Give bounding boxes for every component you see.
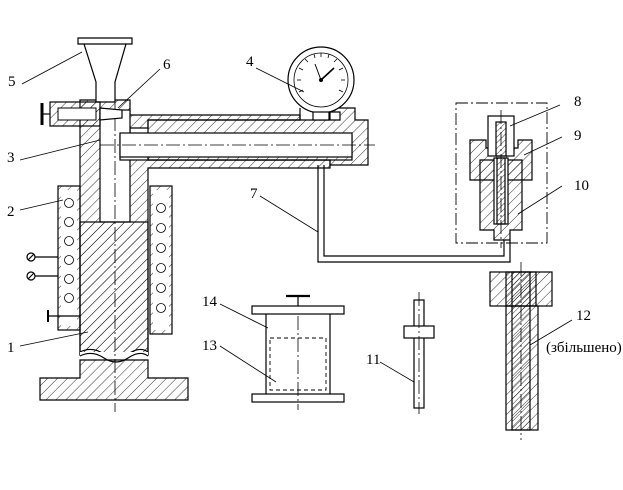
enlarged-note: (збільшено) [546, 340, 622, 356]
label-14: 14 [202, 294, 218, 310]
probe-rod [403, 292, 435, 414]
label-13: 13 [202, 338, 217, 354]
sample-holder [251, 294, 345, 410]
label-12: 12 [576, 308, 591, 324]
label-3: 3 [7, 150, 15, 166]
pressure-gauge [287, 46, 355, 121]
label-6: 6 [163, 57, 171, 73]
nozzle-assembly [455, 102, 548, 248]
enlarged-die [489, 262, 553, 440]
hopper [77, 37, 133, 103]
label-9: 9 [574, 128, 582, 144]
capillary-tube [317, 165, 511, 263]
horizontal-arm [100, 107, 375, 166]
label-4: 4 [246, 54, 254, 70]
leader-lines [19, 51, 573, 383]
barrel-body [39, 95, 353, 412]
label-7: 7 [250, 186, 258, 202]
label-11: 11 [366, 352, 380, 368]
heater-right [149, 185, 173, 335]
plug-valve [40, 101, 123, 127]
label-5: 5 [8, 74, 16, 90]
label-8: 8 [574, 94, 582, 110]
heater-left [26, 185, 81, 331]
label-2: 2 [7, 204, 15, 220]
label-10: 10 [574, 178, 589, 194]
label-1: 1 [7, 340, 15, 356]
